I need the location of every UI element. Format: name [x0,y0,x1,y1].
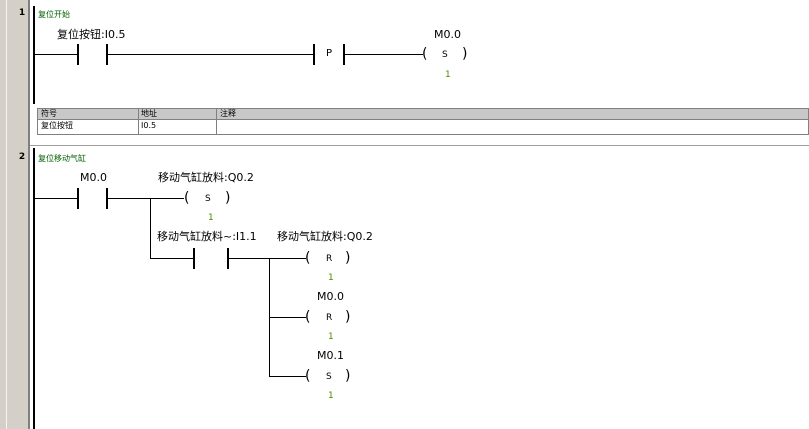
network-1-coil-count: 1 [445,70,451,80]
network-2-coil4-op[interactable]: S [326,372,332,382]
network-2-coil3-op[interactable]: R [326,313,333,323]
network-2-coil1-count: 1 [208,213,214,223]
gutter-border [28,0,30,429]
network-2-coil2-count: 1 [328,273,334,283]
network-2-contact2-left-plate[interactable] [193,248,195,269]
network-2-contact2-label: 移动气缸放料~:I1.1 [157,230,257,243]
network-2-contact1-left-plate[interactable] [77,188,79,209]
gutter-highlight [6,0,7,429]
network-1-number[interactable]: 1 [18,8,26,18]
symbol-header-symbol: 符号 [41,109,57,118]
network-2-coil1-op[interactable]: S [205,194,211,204]
network-1-symbol-table[interactable]: 符号 地址 注释 复位按钮 I0.5 [37,108,809,135]
network-2-coil1-left-paren[interactable]: ( [184,190,190,206]
network-2-wire [35,198,77,199]
network-2-coil4-right-paren[interactable]: ) [345,368,351,384]
symbol-header-comment: 注释 [220,109,236,118]
symbol-table-header [38,109,808,120]
network-1-wire [35,54,77,55]
network-2-contact1-label: M0.0 [80,171,107,184]
network-2-coil2-address: 移动气缸放料:Q0.2 [277,230,373,243]
network-2-coil3-count: 1 [328,332,334,342]
network-2-coil4-address: M0.1 [317,349,344,362]
network-2-wire [108,198,184,199]
network-2-coil2-right-paren[interactable]: ) [345,250,351,266]
network-1-coil-op[interactable]: S [442,50,448,60]
network-1-title[interactable]: 复位开始 [38,10,70,19]
network-2-contact2-right-plate[interactable] [227,248,229,269]
symbol-table-divider [216,109,217,134]
network-2-number[interactable]: 2 [18,152,26,162]
network-2-power-rail [33,148,35,429]
symbol-header-address: 地址 [141,109,157,118]
network-1-contact-left-plate[interactable] [77,44,79,65]
network-1-p-edge-label[interactable]: P [326,48,333,59]
network-2-coil3-left-paren[interactable]: ( [305,309,311,325]
network-1-contact-right-plate[interactable] [106,44,108,65]
network-1-p-right-plate[interactable] [343,44,345,65]
network-1-power-rail [33,6,35,104]
network-2-coil2-left-paren[interactable]: ( [305,250,311,266]
network-1-wire [108,54,313,55]
network-2-coil2-op[interactable]: R [326,254,333,264]
network-2-coil1-right-paren[interactable]: ) [225,190,231,206]
symbol-row-symbol[interactable]: 复位按钮 [41,121,73,130]
network-2-wire [150,258,193,259]
network-2-wire [269,376,306,377]
network-2-coil3-right-paren[interactable]: ) [345,309,351,325]
network-2-contact1-right-plate[interactable] [106,188,108,209]
network-1-coil-left-paren[interactable]: ( [422,46,428,62]
network-1-wire [345,54,423,55]
network-2-branch-wire [150,198,151,259]
network-1-contact-label: 复位按钮:I0.5 [57,28,126,41]
network-gutter [0,0,30,429]
network-2-wire [269,317,306,318]
network-1-p-left-plate[interactable] [313,44,315,65]
symbol-row-address[interactable]: I0.5 [141,121,157,130]
network-2-coil4-count: 1 [328,391,334,401]
network-separator [30,145,809,146]
network-2-coil4-left-paren[interactable]: ( [305,368,311,384]
network-2-wire [229,258,306,259]
network-2-title[interactable]: 复位移动气缸 [38,154,86,163]
symbol-table-divider [138,109,139,134]
network-2-coil1-address: 移动气缸放料:Q0.2 [158,171,254,184]
network-1-coil-address: M0.0 [434,28,461,41]
network-1-coil-right-paren[interactable]: ) [462,46,468,62]
network-2-coil3-address: M0.0 [317,290,344,303]
